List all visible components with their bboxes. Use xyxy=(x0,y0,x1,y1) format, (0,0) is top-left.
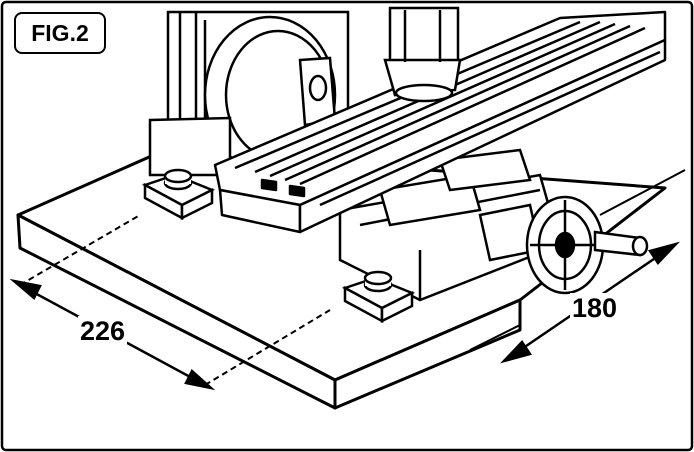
figure-label: FIG.2 xyxy=(14,12,106,54)
mount-bolt-back xyxy=(141,168,216,221)
saddle-block xyxy=(148,116,562,302)
spindle-head xyxy=(383,6,462,103)
dimension-depth-label: 180 xyxy=(570,293,620,324)
mount-bolt-front xyxy=(341,270,416,324)
dimension-lines xyxy=(19,169,686,386)
slotted-table xyxy=(213,10,667,234)
dimension-width-label: 226 xyxy=(78,316,128,347)
handwheel xyxy=(478,195,649,295)
